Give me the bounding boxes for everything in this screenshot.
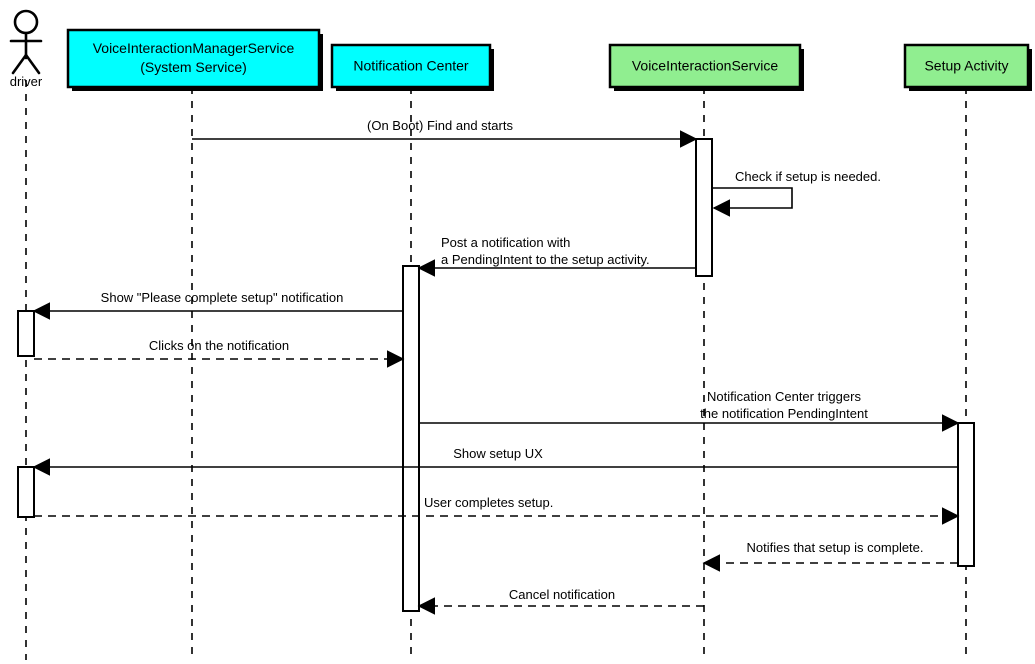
participant-box-vims[interactable]	[66, 28, 321, 89]
message-arrow-self	[712, 187, 793, 217]
actor-driver: driver	[9, 9, 43, 89]
message-m5: Clicks on the notification	[34, 338, 405, 368]
participant-vims[interactable]: VoiceInteractionManagerService (System Se…	[66, 28, 323, 91]
message-m3: Post a notification with a PendingIntent …	[417, 235, 696, 277]
message-label-m7: Show setup UX	[453, 446, 543, 461]
activation-bar-driver	[17, 466, 35, 518]
participant-notification_center[interactable]: Notification Center	[330, 43, 494, 91]
message-m9: Notifies that setup is complete.	[702, 540, 958, 572]
message-label-m3-line1: Post a notification with	[441, 235, 570, 250]
actor-leg-left-icon	[11, 53, 28, 75]
actor-leg-right-icon	[24, 53, 41, 75]
participant-label-setup_activity: Setup Activity	[924, 58, 1008, 74]
message-label-m6-line2: the notification PendingIntent	[700, 406, 868, 421]
participant-label-notification_center: Notification Center	[353, 58, 469, 74]
participant-box-vis[interactable]	[608, 43, 802, 89]
activation-bar-driver	[17, 310, 35, 357]
message-label-m4: Show "Please complete setup" notificatio…	[101, 290, 344, 305]
participant-label-vis: VoiceInteractionService	[632, 58, 779, 74]
participant-vis[interactable]: VoiceInteractionService	[608, 43, 804, 91]
message-label-m2: Check if setup is needed.	[735, 169, 881, 184]
activation-bar-vis	[695, 138, 713, 277]
message-label-m1: (On Boot) Find and starts	[367, 118, 513, 133]
participant-label-vims-line1: VoiceInteractionManagerService	[93, 40, 295, 56]
message-label-m3-line2: a PendingIntent to the setup activity.	[441, 252, 650, 267]
message-m8: User completes setup.	[34, 495, 960, 525]
participant-label-vims-line2: (System Service)	[140, 59, 247, 75]
message-m7: Show setup UX	[32, 446, 958, 476]
actor-head-icon	[13, 9, 39, 35]
message-m4: Show "Please complete setup" notificatio…	[32, 290, 403, 320]
participant-box-notification_center[interactable]	[330, 43, 492, 89]
participants-group: driver VoiceInteractionManagerService (Sys…	[9, 9, 1032, 91]
message-label-m6-line1: Notification Center triggers	[707, 389, 861, 404]
activation-bar-notification_center	[402, 265, 420, 612]
message-m1: (On Boot) Find and starts	[192, 118, 698, 148]
actor-label-driver: driver	[10, 74, 43, 89]
participant-box-setup_activity[interactable]	[903, 43, 1030, 89]
activation-bar-setup_activity	[957, 422, 975, 567]
lifelines-group	[25, 80, 967, 660]
message-label-m10: Cancel notification	[509, 587, 615, 602]
participant-setup_activity[interactable]: Setup Activity	[903, 43, 1032, 91]
message-label-m9: Notifies that setup is complete.	[746, 540, 923, 555]
message-label-m5: Clicks on the notification	[149, 338, 289, 353]
message-label-m8: User completes setup.	[424, 495, 553, 510]
message-m2: Check if setup is needed.	[712, 169, 881, 217]
activations-group	[17, 138, 975, 612]
message-m10: Cancel notification	[417, 587, 704, 615]
message-m6: Notification Center triggers the notifica…	[419, 389, 960, 432]
